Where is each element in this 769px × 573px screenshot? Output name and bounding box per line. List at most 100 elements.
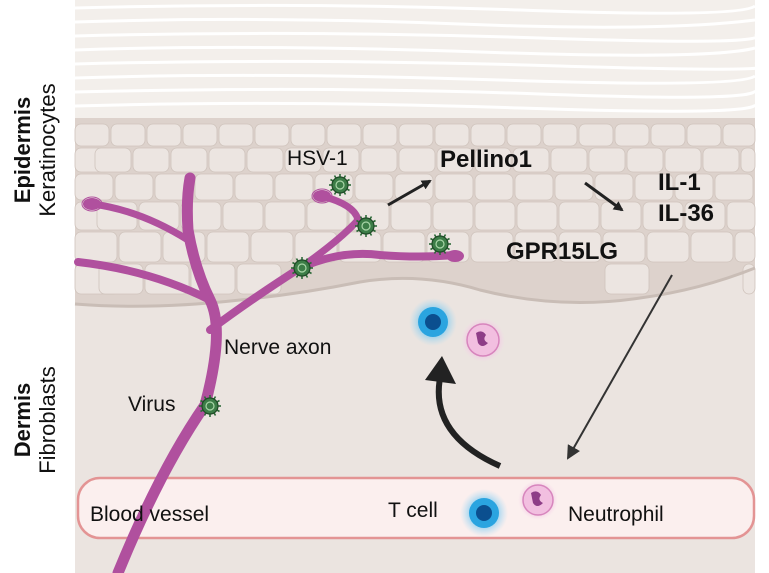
keratinocyte-cell	[74, 123, 110, 147]
keratinocyte-cell	[702, 147, 740, 173]
keratinocyte-cell	[642, 201, 684, 231]
keratinocyte-cell	[674, 173, 714, 201]
keratinocyte-cell	[600, 201, 642, 231]
keratinocyte-cell	[74, 231, 118, 263]
keratinocyte-cell	[470, 231, 514, 263]
keratinocyte-cell	[512, 147, 550, 173]
keratinocyte-cell	[542, 123, 578, 147]
virus-icon	[291, 257, 313, 279]
keratinocyte-cell	[614, 123, 650, 147]
keratinocyte-cell	[554, 173, 594, 201]
arrow-pellino-to-cytokines	[584, 181, 624, 212]
keratinocyte-cell	[208, 147, 246, 173]
keratinocyte-cell	[434, 173, 474, 201]
virus-icon	[355, 215, 377, 237]
keratinocyte-cell	[474, 147, 512, 173]
epidermis-sub: Keratinocytes	[35, 83, 60, 216]
keratinocyte-cell	[132, 147, 170, 173]
virus-particles	[199, 174, 451, 417]
hsv-label: HSV-1	[287, 147, 348, 170]
keratinocyte-cell	[588, 147, 626, 173]
keratinocyte-cell	[646, 231, 690, 263]
dermis-label-group: Dermis Fibroblasts	[10, 366, 60, 474]
keratinocyte-cell	[550, 147, 588, 173]
keratinocyte-cell	[398, 147, 436, 173]
keratinocyte-cell	[664, 147, 702, 173]
keratinocyte-cell	[194, 173, 234, 201]
keratinocyte-cell	[432, 201, 474, 231]
keratinocyte-cell	[390, 201, 432, 231]
keratinocyte-cell	[434, 123, 470, 147]
nerve-axon-label: Nerve axon	[224, 336, 331, 359]
keratinocyte-cell	[284, 147, 322, 173]
keratinocyte-cell	[726, 201, 756, 231]
keratinocyte-cell	[740, 147, 756, 173]
keratinocyte-cell	[650, 123, 686, 147]
keratinocyte-cell	[398, 123, 434, 147]
keratinocyte-cell	[360, 147, 398, 173]
t-cell-dermis	[409, 298, 457, 346]
keratinocyte-cell	[470, 123, 506, 147]
dermis-title: Dermis	[10, 383, 35, 458]
keratinocyte-cell	[362, 123, 398, 147]
keratinocyte-cell	[436, 147, 474, 173]
keratinocyte-cell	[110, 123, 146, 147]
keratinocyte-cell	[74, 173, 114, 201]
keratinocyte-cell	[354, 173, 394, 201]
virus-icon	[429, 233, 451, 255]
neutrophil-vessel	[518, 480, 558, 520]
virus-label: Virus	[128, 393, 175, 416]
keratinocyte-cell	[474, 173, 514, 201]
keratinocyte-cell	[206, 231, 250, 263]
blood-vessel-label: Blood vessel	[90, 503, 209, 526]
keratinocyte-cell	[94, 147, 132, 173]
keratinocyte-cell	[506, 123, 542, 147]
keratinocyte-cell	[118, 231, 162, 263]
keratinocyte-cell	[274, 173, 314, 201]
keratinocyte-cell	[182, 123, 218, 147]
keratinocyte-cell	[254, 123, 290, 147]
keratinocyte-cell	[146, 123, 182, 147]
pellino-label: Pellino1	[440, 146, 532, 173]
keratinocyte-cell	[170, 147, 208, 173]
neutrophil-dermis	[461, 318, 505, 362]
nerve-axon	[74, 172, 459, 573]
keratinocyte-cell	[250, 231, 294, 263]
keratinocyte-cell	[578, 123, 614, 147]
il1-label: IL-1	[658, 169, 701, 196]
keratinocyte-cell	[602, 231, 646, 263]
keratinocyte-cell	[290, 123, 326, 147]
keratinocyte-cell	[222, 201, 264, 231]
keratinocyte-cell	[218, 123, 254, 147]
keratinocyte-cell	[690, 231, 734, 263]
keratinocyte-cell	[514, 173, 554, 201]
keratinocyte-cell	[236, 263, 282, 295]
gpr15lg-label: GPR15LG	[506, 238, 618, 265]
keratinocyte-cell	[558, 231, 602, 263]
keratinocyte-cell	[264, 201, 306, 231]
keratinocyte-cell	[234, 173, 274, 201]
arrow-hsv-to-pellino	[387, 179, 432, 207]
dermis-sub: Fibroblasts	[35, 366, 60, 474]
keratinocyte-cell	[322, 147, 360, 173]
t-cell-label: T cell	[388, 499, 438, 522]
il36-label: IL-36	[658, 200, 714, 227]
keratinocyte-cell	[558, 201, 600, 231]
keratinocyte-cell	[686, 123, 722, 147]
keratinocyte-cell	[514, 231, 558, 263]
t-cell-vessel	[460, 489, 508, 537]
keratinocyte-cell	[734, 231, 756, 263]
nerve-terminals	[83, 190, 464, 262]
keratinocyte-cell	[114, 173, 154, 201]
epidermis-label-group: Epidermis Keratinocytes	[10, 83, 60, 216]
keratinocyte-cell	[594, 173, 634, 201]
neutrophil-label: Neutrophil	[568, 503, 664, 526]
arrow-recruitment	[425, 356, 502, 469]
keratinocyte-cell	[626, 147, 664, 173]
keratinocyte-cell	[246, 147, 284, 173]
keratinocyte-cell	[516, 201, 558, 231]
blood-vessel	[76, 476, 756, 540]
virus-icon	[329, 174, 351, 196]
keratinocyte-cell	[604, 263, 650, 295]
